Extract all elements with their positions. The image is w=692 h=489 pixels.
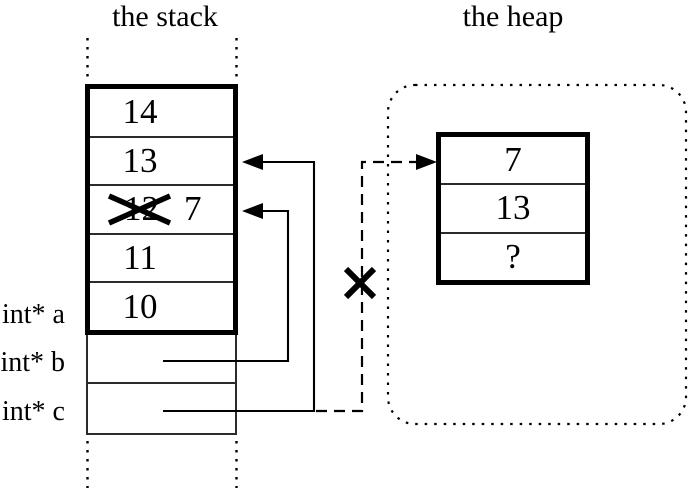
stack-title: the stack [112,0,218,33]
heap-cell-value: ? [505,236,521,276]
stack-cell-value: 11 [123,238,157,278]
heap-cell-value: 7 [504,140,522,180]
stack-cell: 10 [90,283,233,330]
stack-cell-old-value: 12 [124,189,159,229]
heap-cell: ? [441,234,585,280]
pointer-cell-b [88,335,235,384]
dangling-x-icon [343,266,377,300]
stack-cell: 13 [90,138,233,187]
stack-cell-value: 13 [122,140,158,180]
pointer-variable-cells [86,335,237,435]
pointer-cell-c [88,384,235,433]
pointer-label-c: int* c [2,396,65,427]
stack-cell: 14 [90,89,233,138]
stack-cell-overwritten: 12 7 [90,186,233,235]
heap-cell: 13 [441,185,585,234]
dangling-pointer-arrowhead [416,154,437,170]
heap-box: 7 13 ? [436,132,590,285]
stack-cell: 11 [90,235,233,284]
heap-cell: 7 [441,137,585,186]
stack-cell-new-value: 7 [184,189,202,229]
stack-cell-value: 14 [122,92,158,132]
heap-title: the heap [462,0,564,33]
stack-box: 14 13 12 7 11 10 [85,84,238,335]
pointer-label-a: int* a [2,299,65,330]
heap-cell-value: 13 [495,188,531,228]
dangling-pointer-dashed-arrow [316,160,416,413]
stack-cell-value: 10 [122,286,158,326]
pointer-label-b: int* b [0,347,65,378]
